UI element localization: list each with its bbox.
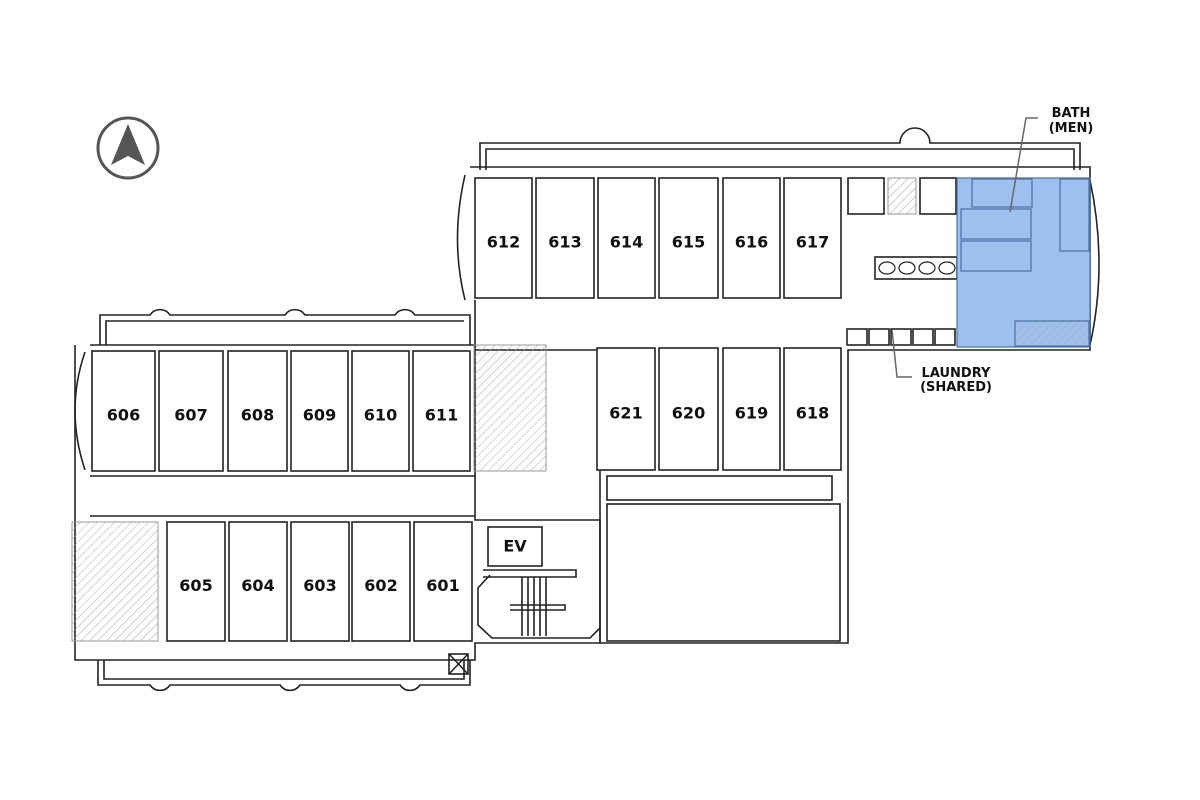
room-603[interactable]: 603 xyxy=(290,521,350,642)
room-number: 621 xyxy=(609,404,642,423)
room-number: 604 xyxy=(241,576,274,595)
room-number: 603 xyxy=(303,576,336,595)
elevator-label: EV xyxy=(503,537,527,556)
room-outline xyxy=(783,177,842,299)
room-number: 601 xyxy=(426,576,459,595)
room-outline xyxy=(228,521,288,642)
room-outline xyxy=(166,521,226,642)
room-outline xyxy=(596,347,656,471)
room-number: 617 xyxy=(796,233,829,252)
elevator: EV xyxy=(487,526,543,567)
room-615[interactable]: 615 xyxy=(658,177,719,299)
room-606[interactable]: 606 xyxy=(91,350,156,472)
room-outline xyxy=(722,347,781,471)
shaft-icon xyxy=(448,653,469,675)
room-619[interactable]: 619 xyxy=(722,347,781,471)
room-outline xyxy=(227,350,288,472)
room-number: 607 xyxy=(174,406,207,425)
room-number: 611 xyxy=(425,406,458,425)
bath-label: BATH xyxy=(1052,106,1091,121)
room-outline xyxy=(474,177,533,299)
room-number: 602 xyxy=(364,576,397,595)
room-number: 606 xyxy=(107,406,140,425)
room-outline xyxy=(91,350,156,472)
room-number: 615 xyxy=(672,233,705,252)
room-outline xyxy=(658,347,719,471)
room-611[interactable]: 611 xyxy=(412,350,471,472)
laundry-label-sub: (SHARED) xyxy=(920,380,992,395)
room-620[interactable]: 620 xyxy=(658,347,719,471)
room-612[interactable]: 612 xyxy=(474,177,533,299)
room-number: 605 xyxy=(179,576,212,595)
room-609[interactable]: 609 xyxy=(290,350,349,472)
room-number: 612 xyxy=(487,233,520,252)
room-607[interactable]: 607 xyxy=(158,350,224,472)
room-604[interactable]: 604 xyxy=(228,521,288,642)
room-outline xyxy=(412,350,471,472)
room-outline xyxy=(351,521,411,642)
room-number: 614 xyxy=(610,233,643,252)
room-outline xyxy=(783,347,842,471)
room-618[interactable]: 618 xyxy=(783,347,842,471)
room-617[interactable]: 617 xyxy=(783,177,842,299)
room-number: 610 xyxy=(364,406,397,425)
room-605[interactable]: 605 xyxy=(166,521,226,642)
bath-label-sub: (MEN) xyxy=(1049,121,1094,136)
room-614[interactable]: 614 xyxy=(597,177,656,299)
room-number: 620 xyxy=(672,404,705,423)
room-outline xyxy=(290,350,349,472)
room-613[interactable]: 613 xyxy=(535,177,595,299)
room-number: 608 xyxy=(241,406,274,425)
room-number: 616 xyxy=(735,233,768,252)
room-outline xyxy=(158,350,224,472)
hatched-area xyxy=(473,344,547,472)
north-arrow-icon xyxy=(96,116,160,180)
hatched-area xyxy=(71,521,159,642)
room-number: 618 xyxy=(796,404,829,423)
room-outline xyxy=(351,350,410,472)
room-outline xyxy=(535,177,595,299)
room-608[interactable]: 608 xyxy=(227,350,288,472)
stairs xyxy=(477,569,601,639)
bath-men-area[interactable] xyxy=(956,177,1091,348)
room-616[interactable]: 616 xyxy=(722,177,781,299)
room-number: 613 xyxy=(548,233,581,252)
room-outline xyxy=(597,177,656,299)
room-number: 609 xyxy=(303,406,336,425)
building-walls xyxy=(74,127,1100,692)
room-610[interactable]: 610 xyxy=(351,350,410,472)
room-outline xyxy=(658,177,719,299)
room-621[interactable]: 621 xyxy=(596,347,656,471)
room-601[interactable]: 601 xyxy=(413,521,473,642)
room-outline xyxy=(722,177,781,299)
room-602[interactable]: 602 xyxy=(351,521,411,642)
laundry-label: LAUNDRY xyxy=(922,366,991,381)
room-number: 619 xyxy=(735,404,768,423)
room-outline xyxy=(290,521,350,642)
room-outline xyxy=(413,521,473,642)
